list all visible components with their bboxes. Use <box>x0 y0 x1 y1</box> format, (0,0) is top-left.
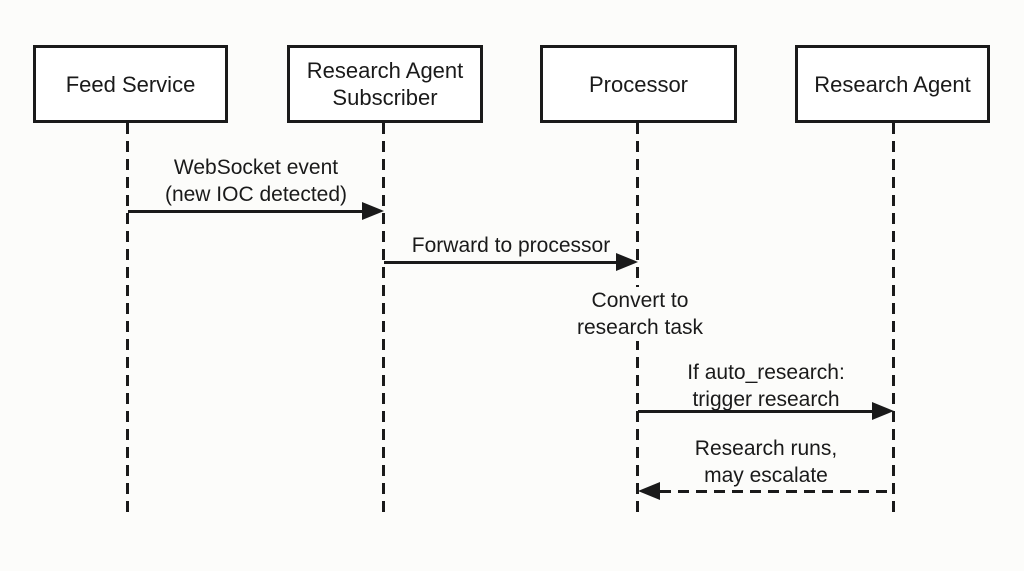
message-label-websocket-event: WebSocket event (new IOC detected) <box>128 154 384 208</box>
message-label-line: may escalate <box>704 464 828 487</box>
lifeline-feed-service <box>126 123 129 517</box>
message-label-line: If auto_research: <box>687 361 845 384</box>
message-label-trigger-research: If auto_research: trigger research <box>638 359 894 413</box>
arrow-research-runs-return <box>660 490 894 493</box>
message-label-line: Forward to processor <box>411 234 611 257</box>
message-label-line: (new IOC detected) <box>164 183 348 206</box>
participant-box-research-agent: Research Agent <box>795 45 990 123</box>
arrow-forward-to-processor <box>384 261 620 264</box>
participant-label-feed-service: Feed Service <box>65 71 196 97</box>
note-label-line: research task <box>576 316 704 339</box>
participant-box-research-agent-subscriber: Research Agent Subscriber <box>287 45 483 123</box>
lifeline-research-agent <box>892 123 895 517</box>
participant-box-feed-service: Feed Service <box>33 45 228 123</box>
message-label-line: WebSocket event <box>173 156 339 179</box>
note-label-line: Convert to <box>591 289 689 312</box>
arrow-websocket-event <box>128 210 366 213</box>
participant-box-processor: Processor <box>540 45 737 123</box>
message-label-line: Research runs, <box>694 437 838 460</box>
message-label-line: trigger research <box>692 388 840 411</box>
message-label-research-runs: Research runs, may escalate <box>638 435 894 489</box>
message-label-forward-to-processor: Forward to processor <box>384 232 638 259</box>
arrowhead-right-icon <box>616 253 638 271</box>
participant-label-research-agent-subscriber: Research Agent Subscriber <box>306 58 464 110</box>
arrow-trigger-research <box>638 410 876 413</box>
arrowhead-right-icon <box>872 402 894 420</box>
lifeline-research-agent-subscriber <box>382 123 385 517</box>
note-convert-to-research-task: Convert to research task <box>560 287 720 341</box>
arrowhead-right-icon <box>362 202 384 220</box>
participant-label-research-agent: Research Agent <box>814 71 971 97</box>
arrowhead-left-icon <box>638 482 660 500</box>
participant-label-processor: Processor <box>588 71 689 97</box>
